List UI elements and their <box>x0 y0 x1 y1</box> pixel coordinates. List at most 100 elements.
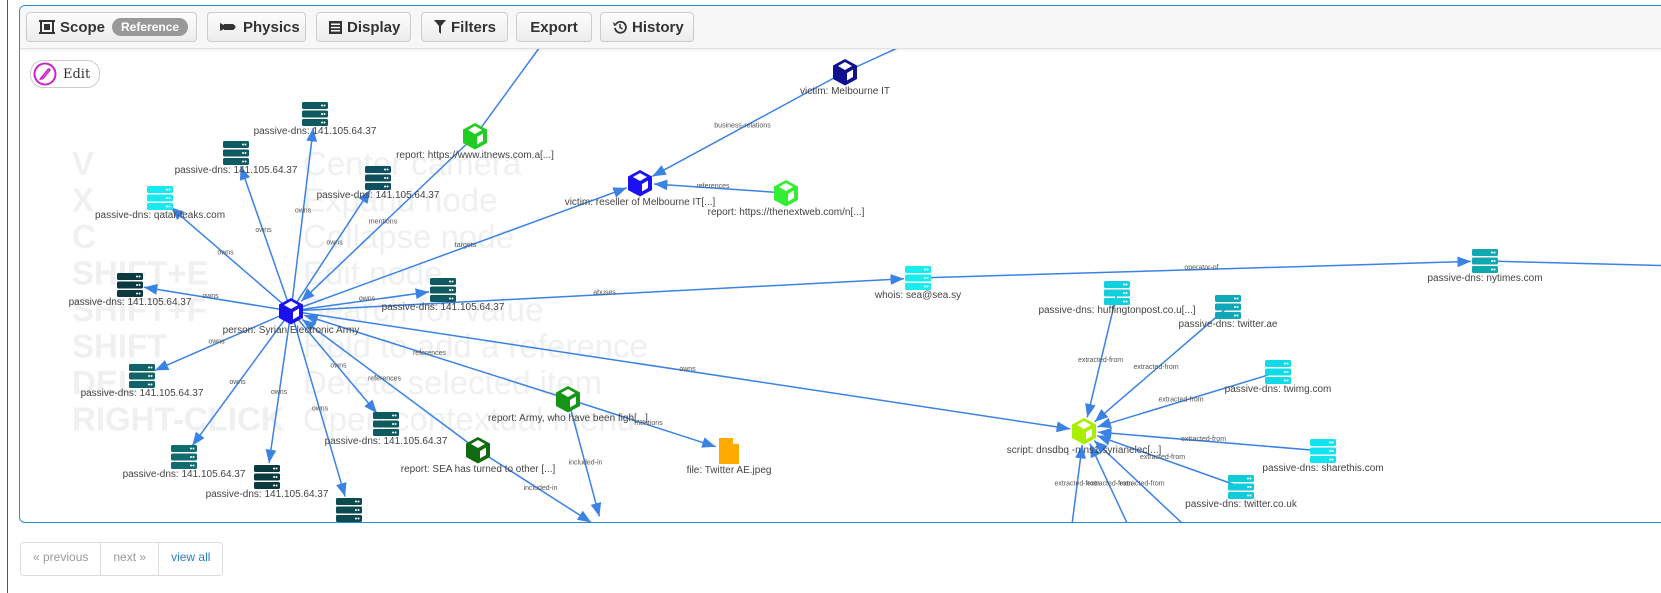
graph-edge[interactable] <box>1484 260 1661 267</box>
edge-label: owns <box>359 296 376 303</box>
scope-label: Scope <box>60 18 106 36</box>
node-label: passive-dns: twitter.co.uk <box>1185 499 1298 510</box>
graph-edge[interactable] <box>567 398 602 517</box>
graph-edge[interactable] <box>474 39 546 137</box>
filters-label: Filters <box>451 18 497 36</box>
server-icon <box>302 102 328 126</box>
graph-edge[interactable] <box>1070 444 1086 522</box>
graph-node-reseller[interactable]: victim: reseller of Melbourne IT[...] <box>565 170 716 208</box>
graph-node-pd1[interactable]: passive-dns: 141.105.64.37 <box>254 102 377 137</box>
rocket-icon <box>220 23 236 31</box>
server-icon <box>1104 281 1130 305</box>
graph-edge[interactable] <box>1089 443 1135 522</box>
graph-edge[interactable] <box>301 318 479 451</box>
graph-node-qatar[interactable]: passive-dns: qatar-leaks.com <box>95 186 225 221</box>
graph-edge[interactable] <box>300 135 476 302</box>
node-label: passive-dns: 141.105.64.37 <box>317 190 440 201</box>
node-label: passive-dns: twimg.com <box>1225 384 1332 395</box>
graph-node-pd9[interactable]: passive-dns: 141.105.64.37 <box>206 465 329 500</box>
graph-edge[interactable] <box>290 310 1071 433</box>
graph-node-pd6[interactable]: passive-dns: 141.105.64.37 <box>81 364 204 399</box>
graph-node-twimg[interactable]: passive-dns: twimg.com <box>1225 360 1332 395</box>
graph-edge[interactable] <box>304 314 569 400</box>
graph-node-tnw[interactable]: report: https://thenextweb.com/n[...] <box>708 180 865 218</box>
cube-icon <box>466 437 490 464</box>
next-link[interactable]: next » <box>101 543 160 575</box>
graph-node-nyt[interactable]: passive-dns: nytimes.com <box>1427 249 1543 284</box>
history-button[interactable]: History <box>600 12 694 42</box>
graph-node-share[interactable]: passive-dns: sharethis.com <box>1262 439 1384 474</box>
scope-button[interactable]: Scope Reference <box>26 12 197 42</box>
graph-node-pd3[interactable]: passive-dns: 141.105.64.37 <box>317 166 440 201</box>
server-icon <box>373 412 399 436</box>
edit-button[interactable]: Edit <box>30 60 101 88</box>
previous-link[interactable]: « previous <box>21 543 102 575</box>
graph-node-whois[interactable]: whois: sea@sea.sy <box>874 266 961 301</box>
graph-edge[interactable] <box>651 71 846 177</box>
graph-node-pd2[interactable]: passive-dns: 141.105.64.37 <box>175 141 298 176</box>
server-icon <box>905 266 931 290</box>
graph-edge[interactable] <box>1085 292 1118 418</box>
graph-node-twjpg[interactable]: file: Twitter AE.jpeg <box>687 438 772 476</box>
graph-edge[interactable] <box>239 165 292 312</box>
edge-label: owns <box>217 250 234 257</box>
graph-edge[interactable] <box>290 127 318 312</box>
edge-label: owns <box>202 293 219 300</box>
graph-edge[interactable] <box>290 310 347 497</box>
graph-node-huff[interactable]: passive-dns: huffingtonpost.co.u[...] <box>1038 281 1196 316</box>
edge-label: owns <box>326 240 343 247</box>
graph-node-pd4[interactable]: passive-dns: 141.105.64.37 <box>69 273 192 308</box>
cube-icon <box>463 123 487 150</box>
node-label: report: Army, who have been figh[...] <box>488 413 648 424</box>
node-label: report: https://www.itnews.com.a[...] <box>396 150 554 161</box>
graph-node-melb[interactable]: victim: Melbourne IT <box>800 59 890 97</box>
graph-edge[interactable] <box>154 310 292 372</box>
node-label: passive-dns: 141.105.64.37 <box>382 302 505 313</box>
graph-edge[interactable] <box>290 288 430 312</box>
server-icon <box>117 273 143 297</box>
shortcut-key: RIGHT-CLICK <box>72 401 285 438</box>
graph-edge[interactable] <box>1097 371 1279 429</box>
shortcut-key: SHIFT <box>72 328 167 365</box>
edge-label: targets <box>455 242 477 249</box>
graph-edge[interactable] <box>290 274 905 312</box>
export-label: Export <box>530 18 578 36</box>
physics-button[interactable]: Physics <box>207 12 306 42</box>
node-label: report: SEA has turned to other [...] <box>401 464 556 475</box>
graph-node-seaturn[interactable]: report: SEA has turned to other [...] <box>401 437 556 475</box>
filters-button[interactable]: Filters <box>421 12 508 42</box>
graph-node-army[interactable]: report: Army, who have been figh[...] <box>488 386 648 424</box>
display-button[interactable]: Display <box>316 12 411 42</box>
graph-edge[interactable] <box>1097 427 1324 452</box>
shortcut-key: C <box>72 218 96 255</box>
graph-node-sea[interactable]: person: Syrian Electronic Army <box>223 298 360 336</box>
graph-edge[interactable] <box>567 398 716 448</box>
node-label: passive-dns: 141.105.64.37 <box>69 297 192 308</box>
graph-edge[interactable] <box>653 179 787 194</box>
export-button[interactable]: Export <box>516 12 592 42</box>
graph-edge[interactable] <box>1093 440 1200 522</box>
edge-label: included-in <box>569 460 603 467</box>
graph-edge[interactable] <box>1096 434 1242 488</box>
server-icon <box>223 141 249 165</box>
graph-node-pd7[interactable]: passive-dns: 141.105.64.37 <box>325 412 448 447</box>
view-all-link[interactable]: view all <box>159 543 223 575</box>
graph-edge[interactable] <box>170 206 292 312</box>
edge-label: owns <box>295 208 312 215</box>
graph-node-itnews[interactable]: report: https://www.itnews.com.a[...] <box>396 123 554 161</box>
graph-node-pd5[interactable]: passive-dns: 141.105.64.37 <box>382 278 505 313</box>
graph-edge[interactable] <box>917 256 1472 279</box>
graph-edge[interactable] <box>1094 306 1229 423</box>
graph-node-pd8[interactable]: passive-dns: 141.105.64.37 <box>123 445 246 480</box>
edge-label: mentions <box>369 219 398 226</box>
graph-node-pd10[interactable] <box>336 498 362 522</box>
graph-edge[interactable] <box>290 187 628 312</box>
graph-node-twuk[interactable]: passive-dns: twitter.co.uk <box>1185 475 1298 510</box>
graph-edge[interactable] <box>265 310 292 464</box>
graph-edge[interactable] <box>477 449 592 522</box>
graph-node-script[interactable]: script: dnsdbq -n ns1.syrianelec[...] <box>1007 418 1162 456</box>
graph-node-twae[interactable]: passive-dns: twitter.ae <box>1179 295 1278 330</box>
graph-edge[interactable] <box>191 310 292 447</box>
graph-edge[interactable] <box>143 284 292 312</box>
